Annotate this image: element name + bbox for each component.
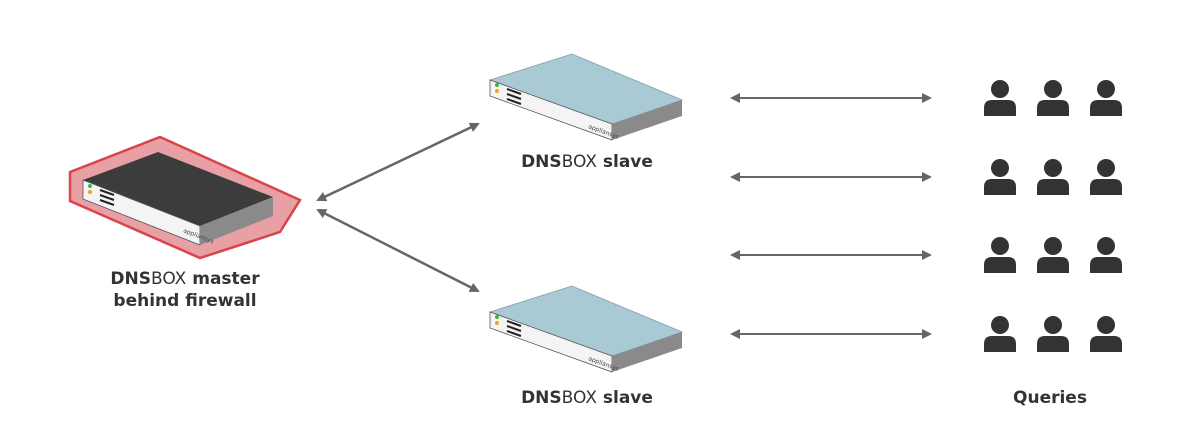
slave-top-label-bold: DNS [521,152,562,172]
user-icon [984,159,1016,195]
user-icon [1037,80,1069,116]
master-label: DNSBOX master behind firewall [70,268,300,312]
slave-bottom-label-bold: DNS [521,388,562,408]
user-icon [1090,237,1122,273]
user-icon [1090,159,1122,195]
user-icon [1037,237,1069,273]
master-label-line2: behind firewall [113,291,257,311]
master-server-icon: appliansys [82,152,273,246]
user-icon [1037,316,1069,352]
query-users-group [984,80,1122,352]
queries-label: Queries [980,387,1120,409]
user-icon [984,237,1016,273]
master-label-rest: master [186,269,260,289]
queries-label-text: Queries [1013,388,1087,408]
slave-top-label: DNSBOX slave [487,151,687,173]
slave-bottom-label: DNSBOX slave [487,387,687,409]
slave-bottom-label-rest: slave [596,388,653,408]
master-label-bold: DNS [110,269,151,289]
arrow-master-slave-bottom [316,208,480,293]
user-icon [984,316,1016,352]
slave-top-label-light: BOX [561,152,597,172]
slave-top-server-icon: appliansys [488,53,684,141]
slave-bottom-server-icon: appliansys [488,285,684,373]
arrow-master-slave-top [316,122,480,202]
slave-top-label-rest: slave [596,152,653,172]
slave-bottom-label-light: BOX [561,388,597,408]
user-icon [1090,316,1122,352]
master-label-light: BOX [151,269,187,289]
user-icon [984,80,1016,116]
user-icon [1090,80,1122,116]
user-icon [1037,159,1069,195]
